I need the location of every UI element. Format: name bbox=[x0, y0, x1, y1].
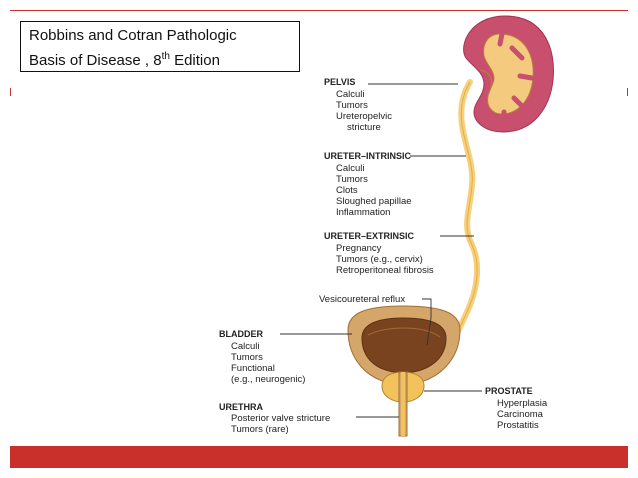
label-bladder-item: Functional bbox=[231, 363, 275, 374]
label-group-pelvis: PELVIS Calculi Tumors Ureteropelvic stri… bbox=[324, 77, 392, 133]
label-pelvis-item: Ureteropelvic bbox=[336, 111, 392, 122]
kidney-illustration bbox=[463, 15, 554, 133]
label-bladder-item: (e.g., neurogenic) bbox=[231, 374, 305, 385]
citation-line-2-suffix: Edition bbox=[169, 52, 220, 69]
label-bladder-title: BLADDER bbox=[219, 329, 263, 339]
citation-line-2-prefix: Basis of Disease , 8 bbox=[29, 52, 162, 69]
top-border-line bbox=[10, 10, 628, 11]
citation-sup: th bbox=[161, 51, 170, 62]
label-ureter-intrinsic-item: Clots bbox=[336, 185, 358, 196]
label-ureter-extrinsic-item: Retroperitoneal fibrosis bbox=[336, 265, 434, 276]
label-prostate-title: PROSTATE bbox=[485, 386, 533, 396]
label-prostate-item: Prostatitis bbox=[497, 420, 539, 431]
label-bladder-item: Calculi bbox=[231, 341, 260, 352]
citation-line-1: Robbins and Cotran Pathologic bbox=[29, 27, 237, 44]
label-prostate-item: Carcinoma bbox=[497, 409, 544, 420]
label-group-prostate: PROSTATE Hyperplasia Carcinoma Prostatit… bbox=[485, 386, 548, 431]
label-prostate-item: Hyperplasia bbox=[497, 398, 548, 409]
left-border-tick bbox=[10, 88, 11, 96]
label-group-ureter-intrinsic: URETER–INTRINSIC Calculi Tumors Clots Sl… bbox=[324, 151, 412, 218]
label-pelvis-item: Calculi bbox=[336, 89, 365, 100]
leader-lines bbox=[280, 83, 482, 418]
label-ureter-intrinsic-item: Calculi bbox=[336, 163, 365, 174]
label-ureter-intrinsic-item: Tumors bbox=[336, 174, 368, 185]
label-pelvis-item: Tumors bbox=[336, 100, 368, 111]
label-group-bladder: BLADDER Calculi Tumors Functional (e.g.,… bbox=[219, 329, 305, 385]
label-pelvis-item: stricture bbox=[347, 122, 381, 133]
label-ureter-intrinsic-item: Sloughed papillae bbox=[336, 196, 412, 207]
label-ureter-extrinsic-item: Tumors (e.g., cervix) bbox=[336, 254, 423, 265]
label-pelvis-title: PELVIS bbox=[324, 77, 355, 87]
citation-line-2: Basis of Disease , 8th Edition bbox=[29, 46, 291, 71]
footer-bar bbox=[10, 446, 628, 468]
label-ureter-intrinsic-item: Inflammation bbox=[336, 207, 390, 218]
label-bladder-item: Tumors bbox=[231, 352, 263, 363]
ureter-illustration bbox=[452, 79, 480, 341]
label-urethra-item: Tumors (rare) bbox=[231, 424, 289, 435]
citation-box: Robbins and Cotran Pathologic Basis of D… bbox=[20, 21, 300, 72]
label-urethra-title: URETHRA bbox=[219, 402, 263, 412]
right-border-tick bbox=[627, 88, 628, 96]
label-vesicoureteral-reflux: Vesicoureteral reflux bbox=[319, 294, 405, 305]
label-ureter-extrinsic-item: Pregnancy bbox=[336, 243, 382, 254]
label-urethra-item: Posterior valve stricture bbox=[231, 413, 330, 424]
label-ureter-intrinsic-title: URETER–INTRINSIC bbox=[324, 151, 412, 161]
label-ureter-extrinsic-title: URETER–EXTRINSIC bbox=[324, 231, 415, 241]
bladder-illustration bbox=[347, 305, 461, 386]
label-group-ureter-extrinsic: URETER–EXTRINSIC Pregnancy Tumors (e.g.,… bbox=[324, 231, 434, 276]
label-group-urethra: URETHRA Posterior valve stricture Tumors… bbox=[219, 402, 330, 435]
